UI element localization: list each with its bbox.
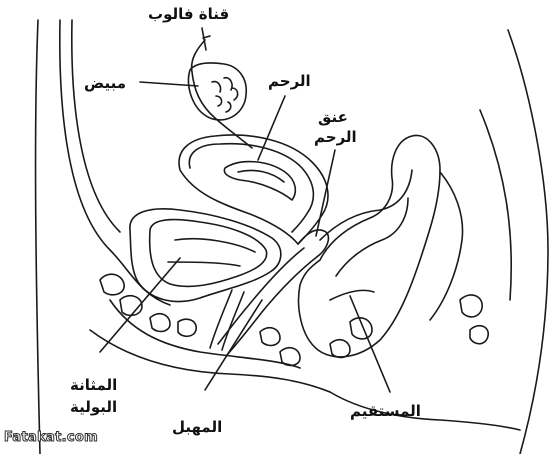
leader-cervix bbox=[316, 150, 335, 236]
label-bladder-line1: المثانة bbox=[70, 376, 117, 394]
label-rectum: المستقيم bbox=[350, 402, 421, 420]
label-fallopian-tube: قناة فالوب bbox=[148, 5, 229, 23]
label-cervix-line2: الرحم bbox=[314, 128, 357, 146]
fallopian-tube bbox=[192, 40, 252, 148]
body-contour-right bbox=[508, 30, 548, 454]
label-uterus: الرحم bbox=[268, 72, 311, 90]
body-contour-left bbox=[36, 20, 40, 454]
leader-fallopian bbox=[202, 28, 206, 50]
abdominal-wall bbox=[60, 20, 170, 305]
leader-ovary bbox=[140, 82, 198, 86]
leader-vagina bbox=[205, 300, 262, 390]
watermark: Fatakat.com bbox=[4, 430, 98, 445]
label-ovary: مبيض bbox=[84, 74, 126, 92]
label-bladder-line2: البولية bbox=[70, 398, 117, 416]
label-vagina: المهبل bbox=[172, 418, 222, 436]
leader-rectum bbox=[350, 296, 390, 392]
label-cervix-line1: عنق bbox=[318, 108, 348, 126]
